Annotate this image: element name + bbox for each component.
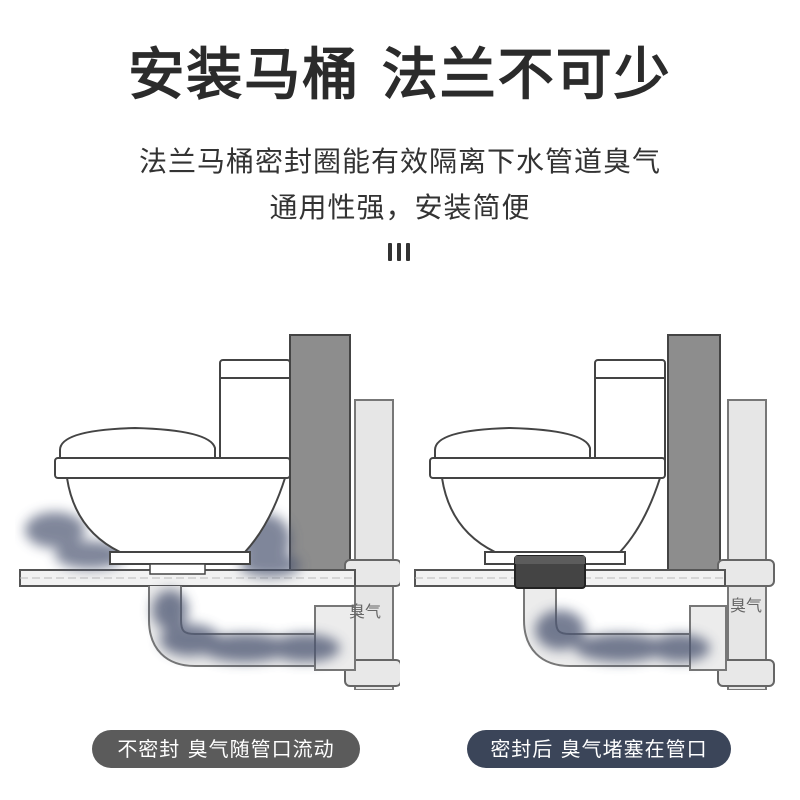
subtitle-line-2: 通用性强，安装简便 [269, 191, 531, 224]
page-title: 安装马桶 法兰不可少 [128, 43, 672, 108]
smell-label-left: 臭气 [349, 602, 382, 621]
divider-bars-icon [388, 243, 412, 261]
caption-unsealed: 不密封 臭气随管口流动 [92, 730, 360, 768]
subtitle-line-1: 法兰马桶密封圈能有效隔离下水管道臭气 [138, 145, 661, 178]
toilet-diagram-unsealed: 臭气 [15, 330, 400, 690]
smell-label-right: 臭气 [730, 596, 763, 615]
caption-sealed: 密封后 臭气堵塞在管口 [467, 730, 731, 768]
toilet-diagram-sealed: 臭气 [400, 330, 785, 690]
